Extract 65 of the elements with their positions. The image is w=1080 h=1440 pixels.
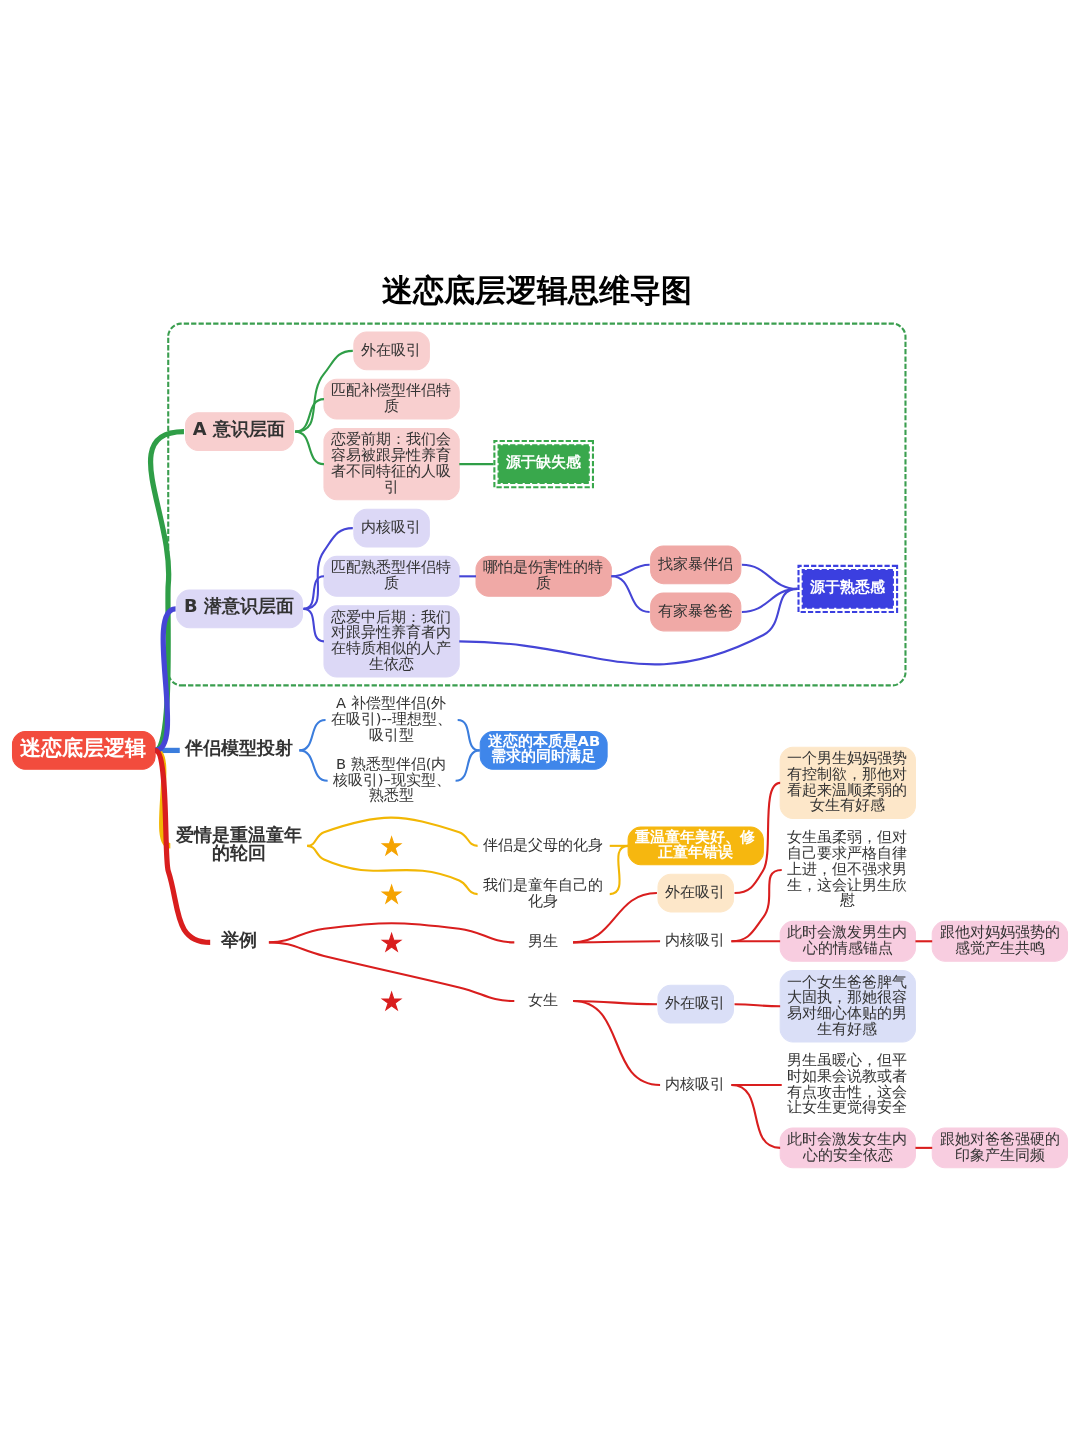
node-box: 外在吸引 <box>657 984 734 1024</box>
node-box: 跟她对爸爸强硬的印象产生同频 <box>931 1127 1069 1169</box>
connector <box>572 1000 661 1086</box>
node-box: 内核吸引 <box>353 508 430 548</box>
connector <box>611 563 650 578</box>
connector <box>459 575 477 578</box>
connector <box>731 940 781 943</box>
connector <box>459 463 494 466</box>
connector <box>457 718 480 752</box>
node-text: 爱情是重温童年的轮回 <box>176 824 303 864</box>
node-text: 伴侣模型投射 <box>185 736 294 758</box>
node-text: 我们是童年自己的化身 <box>483 876 604 909</box>
node-box: 一个男生妈妈强势有控制欲，那他对看起来温顺柔弱的女生有好感 <box>779 746 916 820</box>
connector <box>915 940 933 943</box>
connector <box>307 844 478 896</box>
node-text: B 熟悉型伴侣(内核吸引)–现实型、熟悉型 <box>332 754 451 804</box>
node-box: 此时会激发男生内心的情感锚点 <box>779 920 916 962</box>
diagram-title: 迷恋底层逻辑思维导图 <box>382 271 693 308</box>
node-box: A 意识层面 <box>185 412 295 451</box>
connector <box>573 940 661 944</box>
node-text: 内核吸引 <box>665 931 726 949</box>
node-box: 一个女生爸爸脾气大固执，那她很容易对细心体贴的男生有好感 <box>779 970 916 1043</box>
connector <box>294 430 325 466</box>
node-box: 恋爱前期：我们会容易被跟异性养育者不同特征的人吸引 <box>323 427 460 501</box>
node-box: 恋爱中后期：我们对跟异性养育者内在特质相似的人产生依恋 <box>323 605 460 678</box>
connector <box>154 606 177 753</box>
node-text: A 补偿型伴侣(外在吸引)--理想型、吸引型 <box>330 694 453 743</box>
node-box: 重温童年美好、修正童年错误 <box>627 826 764 866</box>
node-text: 女生 <box>528 990 559 1008</box>
node-box: 外在吸引 <box>353 331 430 371</box>
node-text: 伴侣是父母的化身 <box>483 835 604 853</box>
node-box: 源于熟悉感 <box>797 564 899 614</box>
node-box: 跟他对妈妈强势的感觉产生共鸣 <box>931 920 1069 962</box>
node-text: 举例 <box>221 928 258 950</box>
connector <box>734 1003 781 1008</box>
node-box: 外在吸引 <box>657 873 734 913</box>
node-box: 找家暴伴侣 <box>650 545 742 585</box>
node-text: 男生虽暖心，但平时如果会说教或者有点攻击性，这会让女生更觉得安全 <box>787 1051 908 1116</box>
connector <box>295 349 353 433</box>
cluster <box>167 322 907 687</box>
node-box: 源于缺失感 <box>493 440 594 489</box>
node-box: B 潜意识层面 <box>176 589 303 629</box>
node-box: 匹配熟悉型伴侣特质 <box>323 555 460 597</box>
node-box: 此时会激发女生内心的安全依恋 <box>779 1127 916 1169</box>
connector <box>455 749 480 782</box>
connector <box>731 1083 781 1149</box>
connector <box>268 941 515 1003</box>
node-box: 有家暴爸爸 <box>650 592 742 632</box>
connector <box>299 718 326 752</box>
connector <box>734 781 781 895</box>
node-text: 男生 <box>528 932 559 950</box>
node-box: 匹配补偿型伴侣特质 <box>323 378 460 420</box>
node-box: 迷恋的本质是AB需求的同时满足 <box>479 731 608 770</box>
connector <box>611 575 650 614</box>
node-box: 哪怕是伤害性的特质 <box>475 555 612 597</box>
node-text: 内核吸引 <box>665 1074 726 1092</box>
node-box: 迷恋底层逻辑 <box>11 731 156 770</box>
connector <box>303 527 353 610</box>
connector <box>307 816 478 847</box>
connector <box>741 563 798 590</box>
node-text: 女生虽柔弱，但对自己要求严格自律上进，但不强求男生，这会让男生欣慰 <box>787 828 908 909</box>
connector <box>915 1146 933 1149</box>
connector <box>299 749 328 782</box>
connector <box>609 844 629 896</box>
connector <box>731 868 782 943</box>
